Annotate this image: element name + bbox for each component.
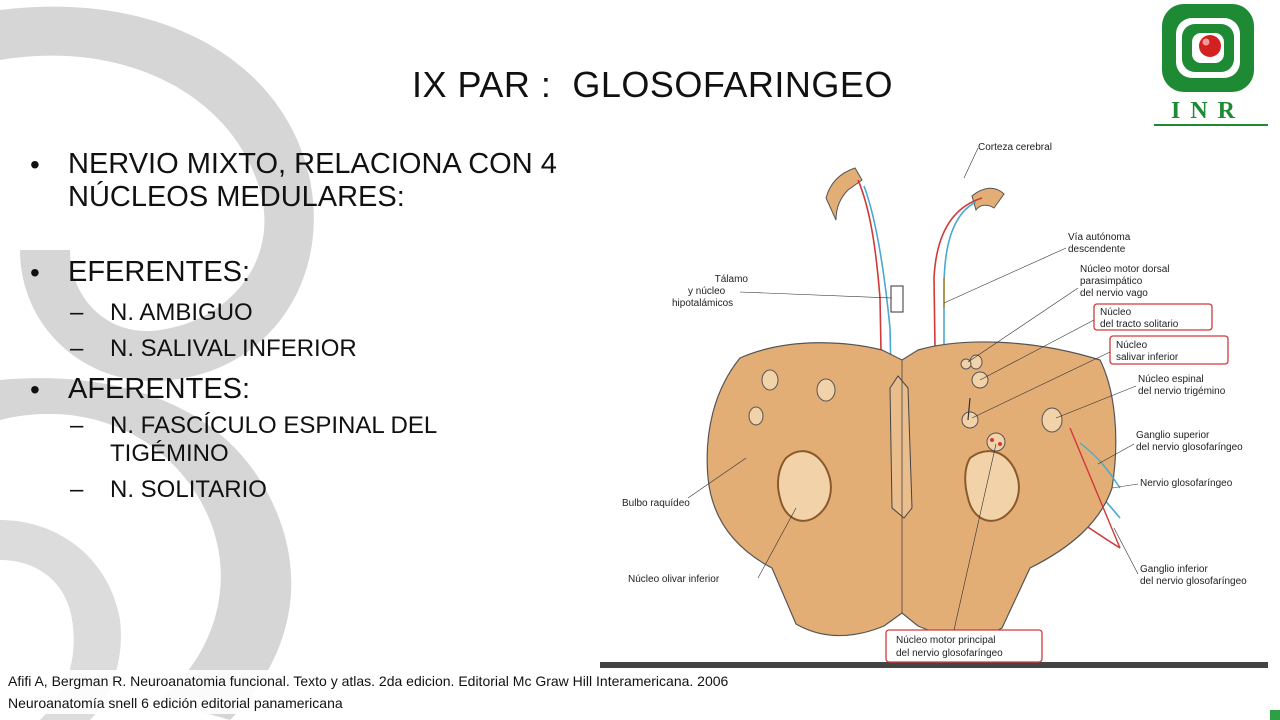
label-motor-dorsal-3: del nervio vago bbox=[1080, 288, 1148, 299]
bullet-aferentes: AFERENTES: bbox=[30, 373, 590, 406]
reference-afifi: Afifi A, Bergman R. Neuroanatomia funcio… bbox=[8, 670, 733, 692]
label-olivar: Núcleo olivar inferior bbox=[628, 574, 720, 585]
label-nervio: Nervio glosofaríngeo bbox=[1140, 478, 1233, 489]
label-ganglio-inf-1: Ganglio inferior bbox=[1140, 564, 1208, 575]
logo-emblem bbox=[1162, 4, 1254, 92]
slide-title: IX PAR : GLOSOFARINGEO bbox=[412, 64, 893, 105]
label-ganglio-sup-1: Ganglio superior bbox=[1136, 430, 1210, 441]
label-talamo-2: y núcleo bbox=[688, 286, 726, 297]
label-talamo-1: Tálamo bbox=[715, 274, 749, 285]
label-ganglio-inf-2: del nervio glosofaríngeo bbox=[1140, 576, 1247, 587]
inr-logo: INR bbox=[1154, 4, 1268, 126]
bullet-eferentes: EFERENTES: bbox=[30, 256, 590, 289]
glossopharyngeal-diagram: Corteza cerebral Vía autónoma descendent… bbox=[600, 128, 1268, 668]
bullet-nervio-mixto: NERVIO MIXTO, RELACIONA CON 4 NÚCLEOS ME… bbox=[30, 148, 568, 214]
label-espinal-1: Núcleo espinal bbox=[1138, 374, 1204, 385]
sub-bullet-solitario: N. SOLITARIO bbox=[30, 476, 590, 504]
label-salivar-1: Núcleo bbox=[1116, 340, 1148, 351]
sub-bullet-salival-inferior: N. SALIVAL INFERIOR bbox=[30, 335, 590, 363]
label-motor-ppal-2: del nervio glosofaríngeo bbox=[896, 648, 1003, 659]
label-ganglio-sup-2: del nervio glosofaríngeo bbox=[1136, 442, 1243, 453]
bullet-list: NERVIO MIXTO, RELACIONA CON 4 NÚCLEOS ME… bbox=[30, 148, 590, 504]
cortex-left bbox=[825, 167, 863, 221]
label-motor-dorsal-2: parasimpático bbox=[1080, 276, 1143, 287]
label-via-1: Vía autónoma bbox=[1068, 232, 1131, 243]
cortex-right bbox=[971, 187, 1005, 212]
label-bulbo: Bulbo raquídeo bbox=[622, 498, 690, 509]
label-tracto-1: Núcleo bbox=[1100, 307, 1132, 318]
label-motor-dorsal-1: Núcleo motor dorsal bbox=[1080, 264, 1169, 275]
label-tracto-2: del tracto solitario bbox=[1100, 319, 1179, 330]
label-salivar-2: salivar inferior bbox=[1116, 352, 1179, 363]
callout-motor-principal bbox=[885, 629, 1043, 663]
callout-salivar-inferior bbox=[1109, 335, 1229, 365]
label-talamo-3: hipotalámicos bbox=[672, 298, 733, 309]
sub-bullet-ambiguo: N. AMBIGUO bbox=[30, 299, 590, 327]
references: Afifi A, Bergman R. Neuroanatomia funcio… bbox=[0, 670, 1280, 714]
reference-snell: Neuroanatomía snell 6 edición editorial … bbox=[8, 692, 347, 714]
corner-accent bbox=[1270, 710, 1280, 720]
label-via-2: descendente bbox=[1068, 244, 1126, 255]
label-motor-ppal-1: Núcleo motor principal bbox=[896, 635, 996, 646]
logo-text: INR bbox=[1171, 98, 1245, 124]
label-espinal-2: del nervio trigémino bbox=[1138, 386, 1226, 397]
label-corteza: Corteza cerebral bbox=[978, 142, 1052, 153]
sub-bullet-fasciculo-espinal: N. FASCÍCULO ESPINAL DEL TIGÉMINO bbox=[30, 412, 530, 468]
callout-tracto-solitario bbox=[1093, 303, 1213, 331]
